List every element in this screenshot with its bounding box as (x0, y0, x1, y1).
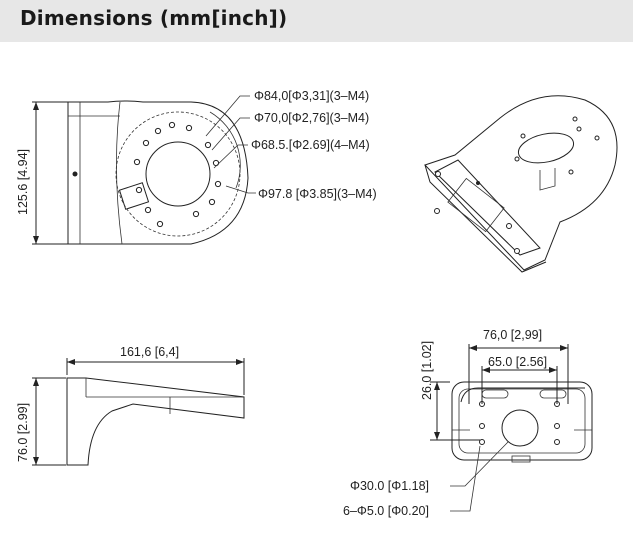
callout-phi68-5: Φ68.5.[Φ2.69](4–M4) (251, 138, 370, 152)
callout-phi30: Φ30.0 [Φ1.18] (350, 479, 429, 493)
side-width-dim: 161,6 [6,4] (120, 345, 179, 359)
callout-phi84: Φ84,0[Φ3,31](3–M4) (254, 89, 369, 103)
callout-phi70: Φ70,0[Φ2,76](3–M4) (254, 111, 369, 125)
front-height-dim: 26.0 [1.02] (420, 341, 434, 400)
top-view-drawing (32, 95, 256, 245)
side-height-dim: 76.0 [2.99] (16, 403, 30, 462)
front-outer-dim: 76,0 [2,99] (483, 328, 542, 342)
top-height-dim: 125.6 [4.94] (16, 149, 30, 215)
callout-6-phi5: 6–Φ5.0 [Φ0.20] (343, 504, 429, 518)
side-view-drawing (32, 358, 245, 466)
front-view-drawing (430, 344, 593, 512)
callout-phi97-8: Φ97.8 [Φ3.85](3–M4) (258, 187, 377, 201)
header-bar: Dimensions (mm[inch]) (0, 0, 633, 42)
isometric-view-drawing (424, 95, 618, 273)
page-title: Dimensions (mm[inch]) (20, 6, 288, 30)
front-inner-dim: 65.0 [2.56] (488, 355, 547, 369)
